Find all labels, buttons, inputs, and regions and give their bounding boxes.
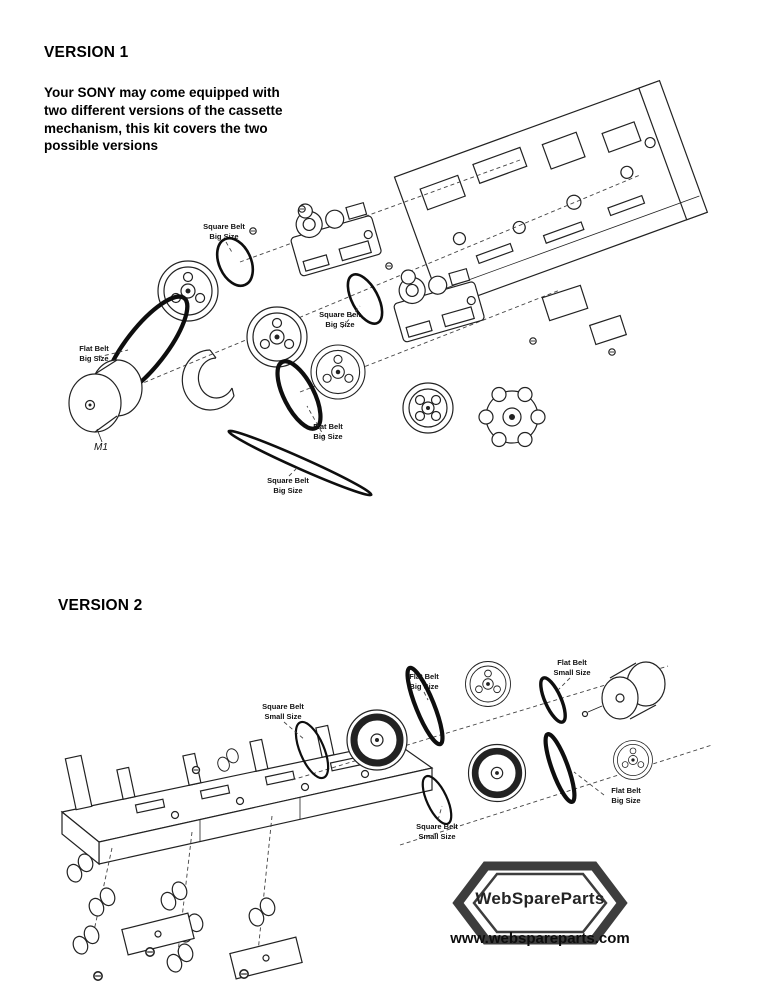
square-belt-big-2 (346, 273, 384, 325)
motor-m1 (68, 359, 143, 433)
roller-flywheel (347, 710, 407, 770)
square-belt-small-a (294, 720, 330, 780)
label-flat-belt-big-a: Flat Belt Big Size (409, 672, 439, 691)
pulley (402, 382, 454, 434)
chassis-plate-v1 (393, 79, 709, 310)
leader-lines-v2 (283, 677, 605, 821)
label-square-belt-small-b: Square Belt Small Size (416, 822, 458, 841)
leader-lines-v1 (96, 241, 361, 477)
axis-line (111, 174, 641, 397)
flywheel (310, 344, 366, 400)
c-bracket (181, 349, 235, 411)
website-url: www.webspareparts.com (450, 930, 630, 947)
flywheel (246, 306, 308, 368)
screw (529, 337, 537, 345)
screw (298, 205, 306, 213)
chassis-plate-v2 (60, 724, 434, 866)
brand-name: WebSpareParts (475, 889, 605, 908)
label-flat-belt-small: Flat Belt Small Size (553, 658, 591, 677)
square-belt-big-1 (215, 236, 255, 288)
label-square-belt-small-a: Square Belt Small Size (262, 702, 304, 721)
screw (191, 765, 201, 775)
small-cylinder (217, 748, 239, 772)
label-square-belt-big-3: Square Belt Big Size (267, 476, 309, 495)
motor-v2 (581, 661, 666, 720)
axis-line (239, 159, 521, 263)
version1-description: Your SONY may come equipped with two dif… (44, 85, 283, 154)
webspareparts-logo-hexagon (452, 861, 628, 945)
flat-belt-big-2 (275, 359, 323, 431)
mechanism-assembly-1 (281, 186, 383, 278)
label-flat-belt-big-2: Flat Belt Big Size (313, 422, 343, 441)
pulley (465, 661, 511, 707)
flat-belt-big-a (405, 665, 445, 747)
under-chassis-parts (62, 815, 303, 981)
label-motor-m1: M1 (94, 442, 108, 453)
version2-diagram (60, 661, 713, 981)
roller-flywheel (469, 745, 526, 802)
square-belt-small-b (421, 774, 453, 826)
square-belt-big-3 (227, 429, 373, 497)
version1-heading: VERSION 1 (44, 44, 129, 61)
version2-heading: VERSION 2 (58, 597, 143, 614)
axis-line (299, 289, 561, 393)
label-flat-belt-big-1: Flat Belt Big Size (79, 344, 109, 363)
bracket (541, 284, 628, 346)
pulley (613, 740, 653, 780)
scalloped-wheel (478, 386, 546, 448)
flat-belt-big-b (543, 731, 577, 805)
label-flat-belt-big-b: Flat Belt Big Size (611, 786, 641, 805)
screw (608, 348, 616, 356)
flat-belt-small (539, 676, 567, 724)
label-square-belt-big-1: Square Belt Big Size (203, 222, 245, 241)
screw (385, 262, 393, 270)
version1-diagram (68, 79, 709, 497)
axis-line (399, 744, 713, 846)
axis-line (291, 665, 669, 781)
label-square-belt-big-2: Square Belt Big Size (319, 310, 361, 329)
